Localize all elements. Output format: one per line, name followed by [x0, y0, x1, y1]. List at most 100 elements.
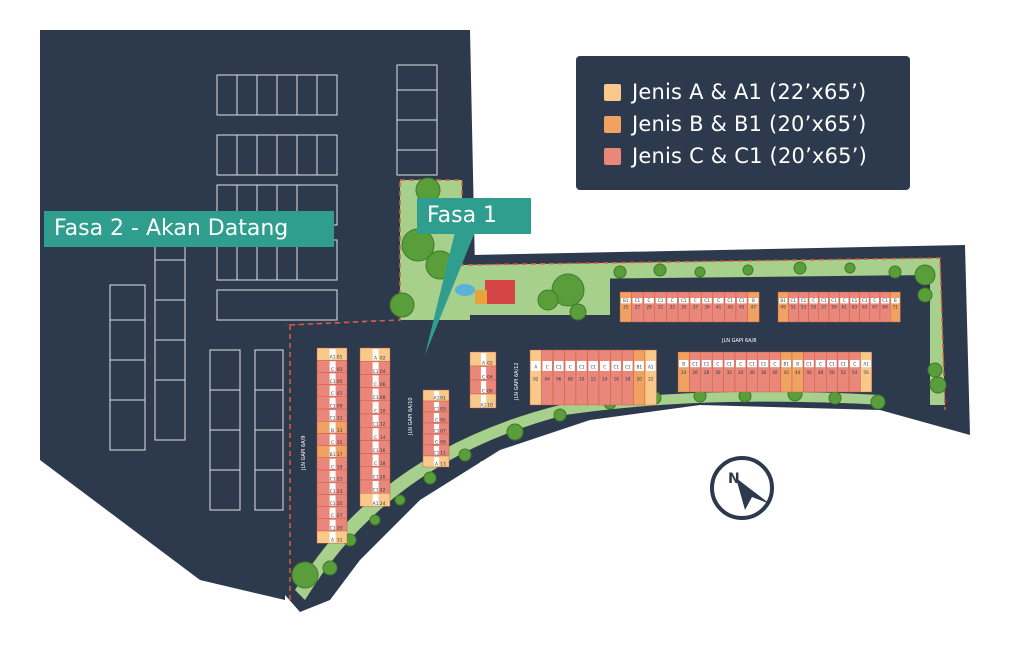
block-6a8-south-a-lot-number: 04: [545, 376, 551, 381]
block-6a9-west-lot-number: 09: [337, 403, 343, 409]
block-6a9-east-lot-type-box: [372, 362, 379, 374]
block-6a10-lot-number: 03: [440, 406, 446, 412]
block-6a8-north-d-lot-type: B1: [780, 298, 786, 303]
block-6a8-north-d-lot-type: C1: [821, 298, 827, 303]
north-arrow-icon: N: [710, 456, 774, 520]
block-6a9-east-lot-type-box: [372, 481, 379, 493]
block-6a9-west-lot-type-box: [329, 349, 336, 360]
block-6a8-north-d-lot-type: C1: [862, 298, 868, 303]
block-6a9-east-lot-type-box: [372, 467, 379, 479]
block-6a8-south-a-lot-number: 08: [568, 376, 574, 381]
block-6a10-lot-type: C: [435, 417, 438, 423]
block-6a10-lot-number: 05: [440, 417, 446, 423]
block-6a8-north-d-lot-number: 63: [852, 305, 858, 310]
block-6a8-south-b-lot-type: C1: [749, 362, 755, 367]
block-6a9-east-lot-type: C1: [373, 395, 379, 401]
block-6a12-lot-number: 04: [487, 374, 493, 380]
block-6a8-south-a-lot-number: 22: [648, 376, 654, 381]
block-6a8-south-a-lot-type-box: [646, 361, 656, 371]
block-6a8-south-b-lot-number: 42: [784, 370, 790, 375]
block-6a9-east-lot-number: 04: [380, 369, 386, 375]
block-6a9-east-lot-number: 06: [380, 382, 386, 388]
block-6a9-east-lot-type-box: [372, 454, 379, 466]
block-6a8-north-c-lot-type-box: [725, 298, 735, 304]
block-6a8-north-c-lot-type: C1: [727, 298, 733, 303]
block-6a10-lot-type-box: [433, 424, 440, 433]
block-6a8-south-b-lot-type-box: [827, 360, 837, 368]
block-6a9-west-lot-type-box: [329, 397, 336, 408]
block-6a8-north-c-lot-type: C1: [635, 298, 641, 303]
legend-label-b: Jenis B & B1 (20’x65’): [632, 112, 867, 136]
legend-item-type-a: Jenis A & A1 (22’x65’): [604, 80, 866, 104]
block-6a8-south-a-lot-type-box: [588, 361, 598, 371]
block-6a8-north-c-lot-type-box: [690, 298, 701, 304]
block-6a8-north-c-lot-type-box: [644, 298, 654, 304]
block-6a8-south-a-lot-number: 10: [579, 376, 585, 381]
block-6a9-west-lot-number: 05: [337, 379, 343, 385]
block-6a8-north-c-lot-type-box: [632, 298, 643, 304]
block-6a8-north-c-lot-number: 37: [693, 305, 699, 310]
block-6a12-lot-type: A: [482, 360, 486, 366]
block-6a8-south-b-lot: [860, 351, 873, 393]
block-6a8-south-a-lot-type-box: [600, 361, 610, 371]
pond: [455, 284, 475, 296]
block-6a8-south-b-lot-type: C: [853, 362, 856, 367]
block-6a8-south-a-lot-type: A: [534, 365, 537, 370]
block-6a8-north-c-lot-number: 27: [635, 305, 641, 310]
block-6a8-north-d-lot-type: C1: [801, 298, 807, 303]
block-6a8-south-b-lot-number: 50: [829, 370, 835, 375]
block-6a10-lot-type-box: [433, 435, 440, 444]
block-6a9-west-lot-number: 29: [337, 525, 343, 531]
block-6a9-west-lot-number: 31: [337, 538, 343, 544]
block-6a8-south-b-lot-type-box: [804, 360, 814, 368]
block-6a8-south-b-lot-type-box: [724, 360, 734, 368]
block-6a9-west-lot-number: 27: [337, 513, 343, 519]
road-label-6a12: JLN GAPI 6A/12: [514, 362, 520, 401]
block-6a8-south-a-lot-type: C1: [590, 365, 596, 370]
block-6a9-east-lot-type-box: [372, 388, 379, 400]
block-6a8-north-d-lot-number: 57: [821, 305, 827, 310]
block-6a9-east-lot-type: C: [374, 408, 377, 414]
block-6a8-north-c-lot: [747, 291, 760, 323]
block-6a9-east-lot-number: 20: [380, 474, 386, 480]
block-6a9-east-lot-type: C1: [373, 369, 379, 375]
block-6a9-west-lot-type: C: [331, 513, 334, 519]
block-6a8-south-a-lot-type-box: [634, 361, 644, 371]
block-6a8-south-a-lot-type: C: [603, 365, 606, 370]
phase1-boundary: [289, 179, 946, 600]
block-6a8-south-a-lot-type: C1: [625, 365, 631, 370]
block-6a8-south-b-lot-type: C1: [727, 362, 733, 367]
block-6a8-north-d-lot-number: 65: [862, 305, 868, 310]
road-label-6a10: JLN GAPI 6A/10: [408, 397, 414, 436]
block-6a8-north-c-lot-type: C1: [704, 298, 710, 303]
block-6a9-east-lot-type: A1: [373, 501, 379, 507]
block-6a8-south-a-lot-type: C1: [556, 365, 562, 370]
block-6a9-west-lot-number: 15: [337, 440, 343, 446]
block-6a8-north-d-lot-type-box: [840, 298, 849, 304]
block-6a9-east-lot-type-box: [372, 494, 379, 506]
block-6a8-north-d-lot-type-box: [860, 298, 869, 304]
block-6a8-south-a-lot-type: C: [569, 365, 572, 370]
block-6a8-south-b-lot-type: C: [773, 362, 776, 367]
block-6a8-south-b-lot-type: C: [819, 362, 822, 367]
block-6a9-east-lot-type: C1: [373, 422, 379, 428]
block-6a8-south-b-lot-type-box: [713, 360, 723, 368]
block-6a8-south-b-lot-type: C1: [806, 362, 812, 367]
road-label-6a8: JLN GAPI 6A/8: [721, 338, 756, 344]
block-6a8-north-c-lot-type-box: [737, 298, 747, 304]
block-6a8-north-d-lot-number: 71: [893, 305, 899, 310]
phase1-tag: Fasa 1: [417, 198, 531, 234]
block-6a8-north-d-lot-type-box: [789, 298, 798, 304]
block-6a8-north-c-lot-type-box: [748, 298, 759, 304]
block-6a9-east-lot-type: C1: [373, 474, 379, 480]
block-6a9-west-lot-type: C: [331, 440, 334, 446]
block-6a9-east-lot-number: 10: [380, 408, 386, 414]
block-6a10-lot-type: C1: [434, 406, 440, 412]
block-6a10-lot-number: 09: [440, 439, 446, 445]
block-6a12-lot-type-box: [480, 381, 487, 393]
block-6a8-north-d-lot-number: 53: [801, 305, 807, 310]
block-6a8-north-c-lot-number: 35: [681, 305, 687, 310]
block-6a8-south-b-lot-type-box: [736, 360, 746, 368]
block-6a9-west-lot-number: 17: [337, 452, 343, 458]
